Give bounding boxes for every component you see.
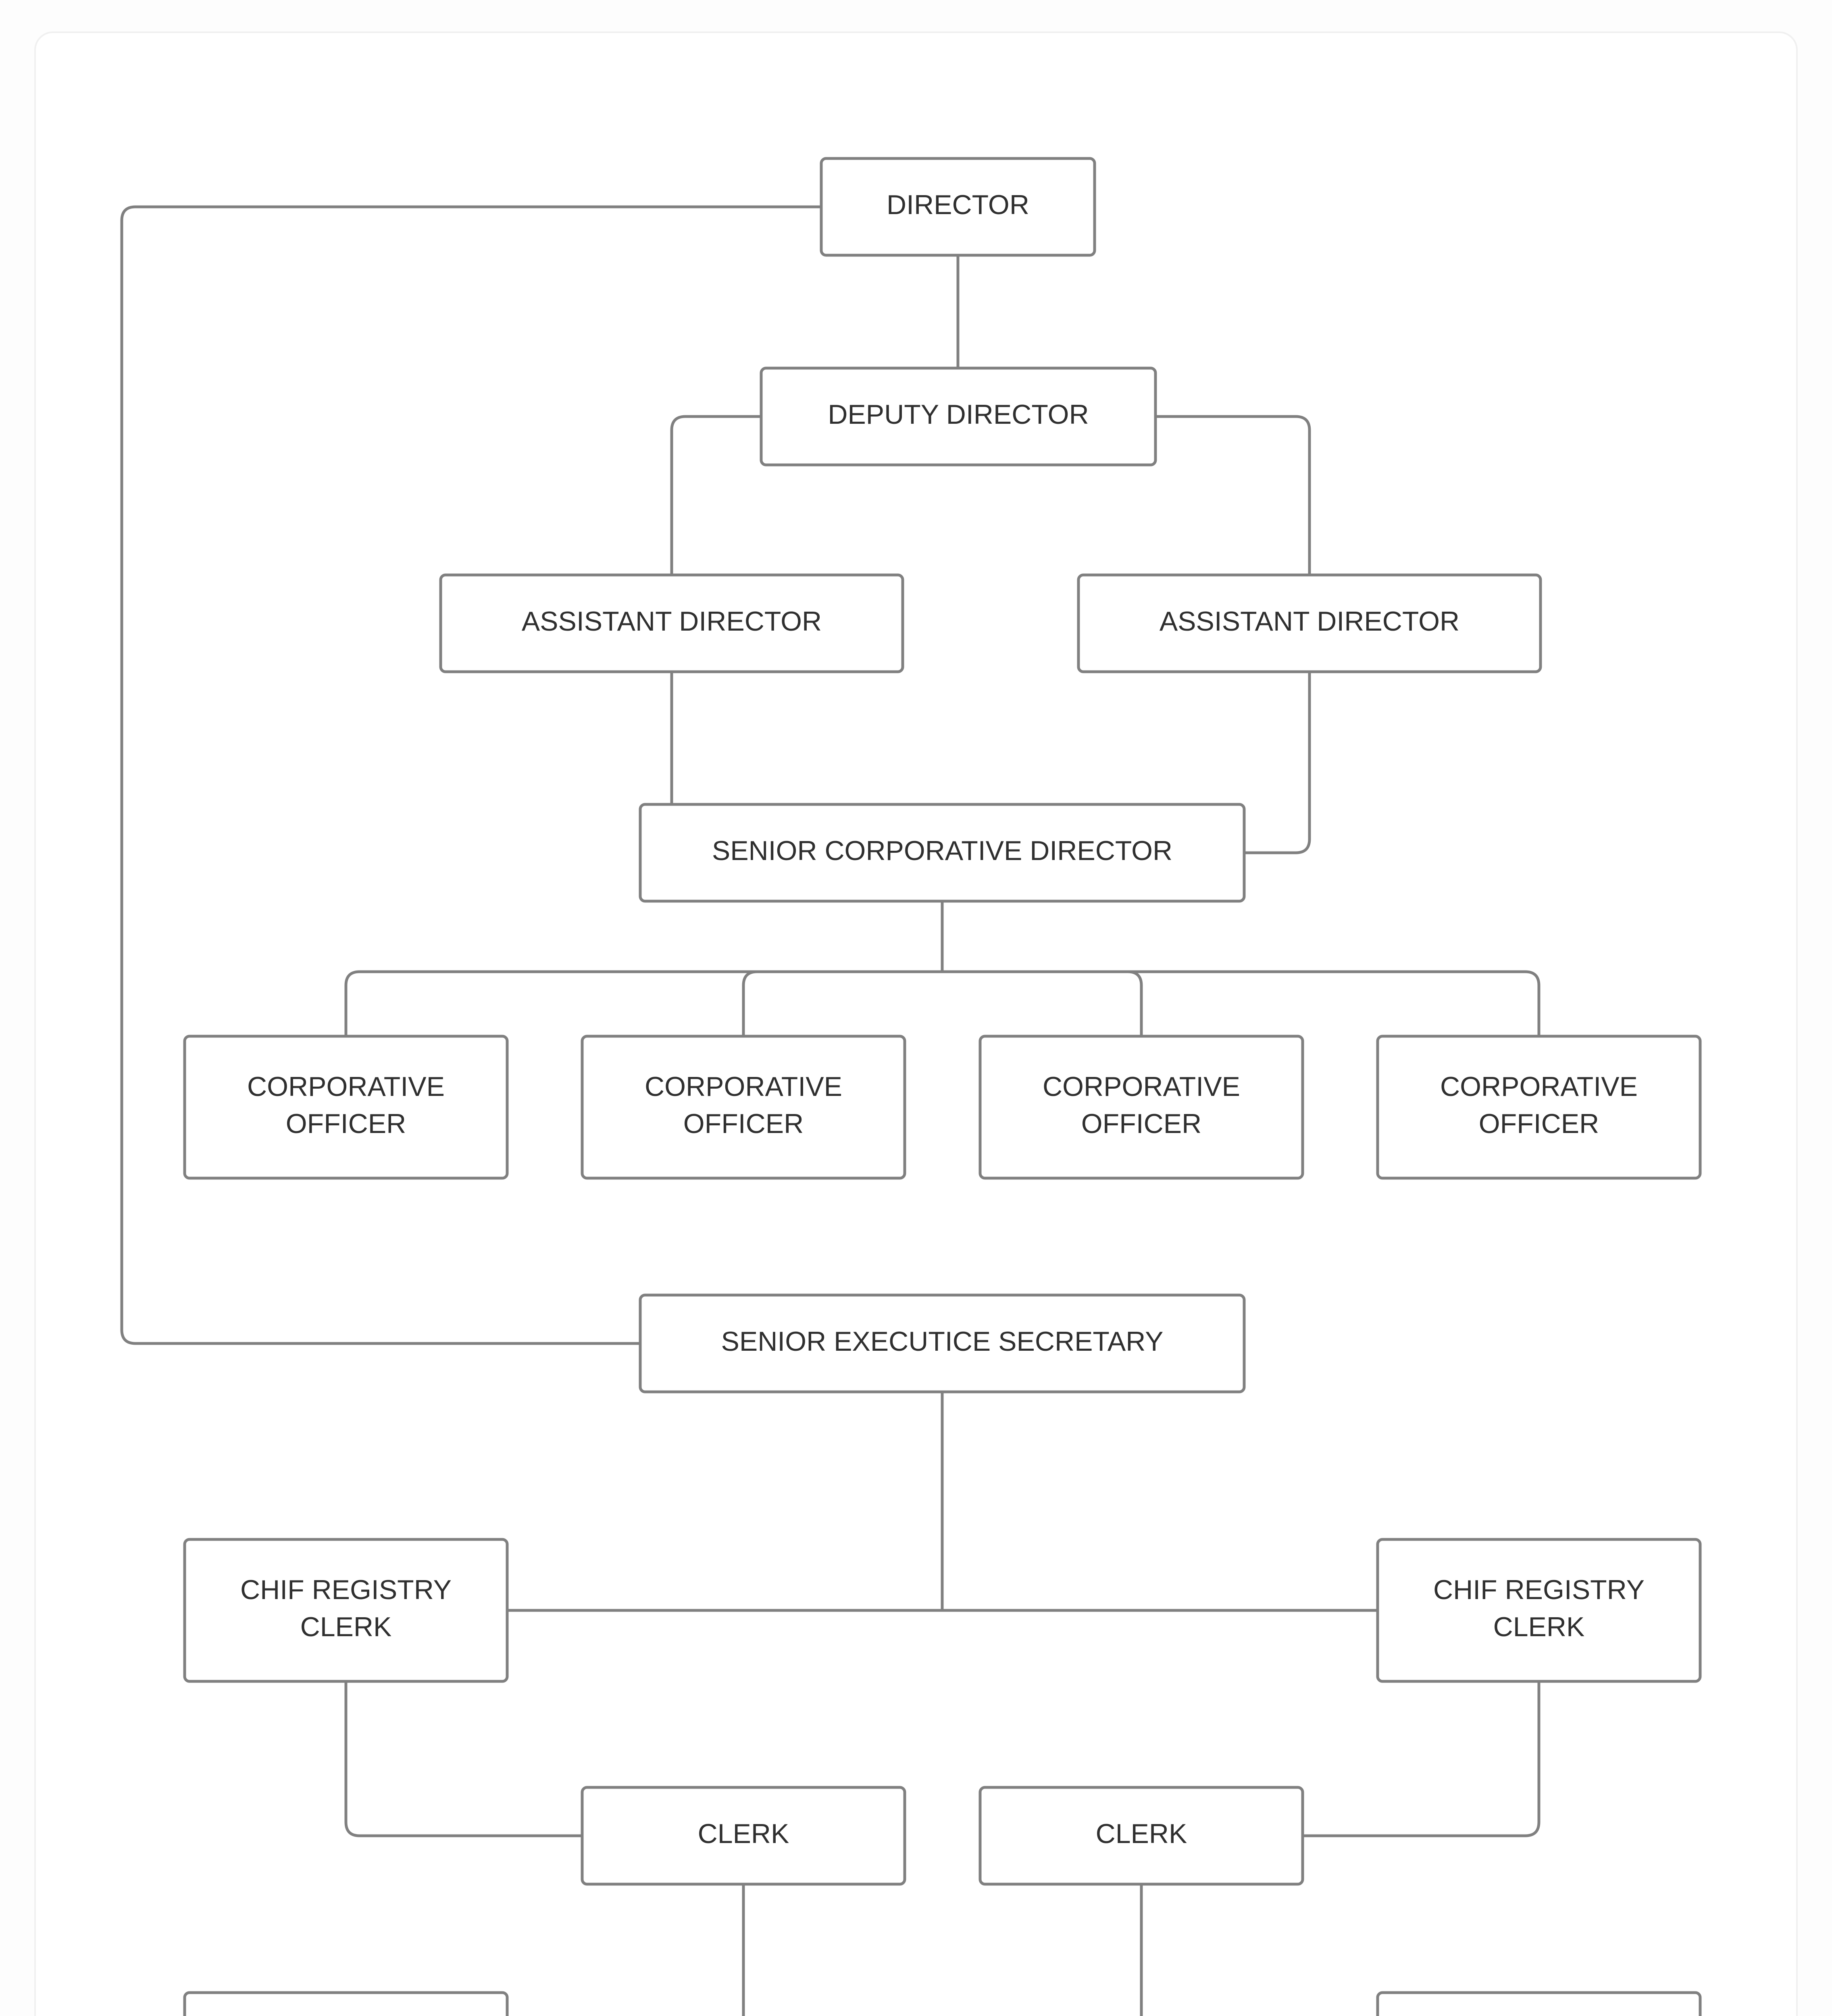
node-box[interactable]	[1378, 1036, 1700, 1178]
nodes-layer: DIRECTOR DEPUTY DIRECTOR ASSISTANT DIRECTO…	[185, 158, 1700, 2016]
node-corp-officer-4[interactable]: CORPORATIVE OFFICER	[1378, 1036, 1700, 1178]
node-label: SENIOR CORPORATIVE DIRECTOR	[712, 835, 1172, 866]
node-assistant-right[interactable]: ASSISTANT DIRECTOR	[1078, 575, 1541, 672]
edge-clerk-right-janitress-right	[1141, 1884, 1378, 2016]
node-box[interactable]	[980, 1036, 1303, 1178]
edge-chif-left-clerk-left	[346, 1681, 582, 1836]
node-senior-corp-dir[interactable]: SENIOR CORPORATIVE DIRECTOR	[640, 804, 1244, 901]
node-label: DIRECTOR	[887, 190, 1029, 220]
edge-senior-corp-officer-2	[743, 972, 942, 1036]
node-label: OFFICER	[683, 1108, 804, 1139]
node-box[interactable]	[185, 1539, 507, 1681]
node-label: CHIF REGISTRY	[1433, 1574, 1645, 1605]
edge-chif-right-clerk-right	[1303, 1681, 1539, 1836]
edge-clerk-left-janitress-left	[507, 1884, 743, 2016]
node-label: CORPORATIVE	[247, 1071, 445, 1102]
node-assistant-left[interactable]: ASSISTANT DIRECTOR	[441, 575, 903, 672]
node-label: CORPORATIVE	[1043, 1071, 1240, 1102]
node-label: CHIF REGISTRY	[240, 1574, 452, 1605]
edge-assistant-right-senior-corp	[1244, 672, 1309, 853]
node-label: ASSISTANT DIRECTOR	[522, 606, 822, 637]
node-chif-clerk-right[interactable]: CHIF REGISTRY CLERK	[1378, 1539, 1700, 1681]
edge-deputy-assistant-right	[1155, 417, 1309, 575]
node-clerk-left[interactable]: CLERK	[582, 1787, 905, 1884]
node-box[interactable]	[1378, 1993, 1700, 2016]
node-label: SENIOR EXECUTICE SECRETARY	[721, 1326, 1163, 1357]
node-label: OFFICER	[286, 1108, 406, 1139]
node-deputy[interactable]: DEPUTY DIRECTOR	[761, 368, 1155, 465]
node-label: CLERK	[1493, 1612, 1585, 1642]
node-corp-officer-1[interactable]: CORPORATIVE OFFICER	[185, 1036, 507, 1178]
node-label: CLERK	[300, 1612, 392, 1642]
edge-senior-corp-officer-3	[942, 972, 1141, 1036]
edge-senior-corp-officer-4	[942, 972, 1539, 1036]
edge-deputy-assistant-left	[672, 417, 761, 575]
node-box[interactable]	[582, 1036, 905, 1178]
node-label: OFFICER	[1081, 1108, 1201, 1139]
node-corp-officer-2[interactable]: CORPORATIVE OFFICER	[582, 1036, 905, 1178]
node-senior-exec-sec[interactable]: SENIOR EXECUTICE SECRETARY	[640, 1295, 1244, 1392]
node-janitress-left[interactable]: JANITRESS	[185, 1993, 507, 2016]
node-label: CLERK	[1096, 1818, 1187, 1849]
node-label: DEPUTY DIRECTOR	[828, 399, 1089, 430]
node-box[interactable]	[185, 1036, 507, 1178]
node-corp-officer-3[interactable]: CORPORATIVE OFFICER	[980, 1036, 1303, 1178]
node-clerk-right[interactable]: CLERK	[980, 1787, 1303, 1884]
node-chif-clerk-left[interactable]: CHIF REGISTRY CLERK	[185, 1539, 507, 1681]
node-box[interactable]	[1378, 1539, 1700, 1681]
node-box[interactable]	[185, 1993, 507, 2016]
node-label: CLERK	[698, 1818, 789, 1849]
edge-senior-corp-officer-1	[346, 972, 942, 1036]
node-janitress-right[interactable]: JANITRESS	[1378, 1993, 1700, 2016]
node-label: OFFICER	[1479, 1108, 1599, 1139]
node-label: ASSISTANT DIRECTOR	[1160, 606, 1459, 637]
node-label: CORPORATIVE	[645, 1071, 842, 1102]
node-director[interactable]: DIRECTOR	[821, 158, 1095, 255]
node-label: CORPORATIVE	[1440, 1071, 1638, 1102]
